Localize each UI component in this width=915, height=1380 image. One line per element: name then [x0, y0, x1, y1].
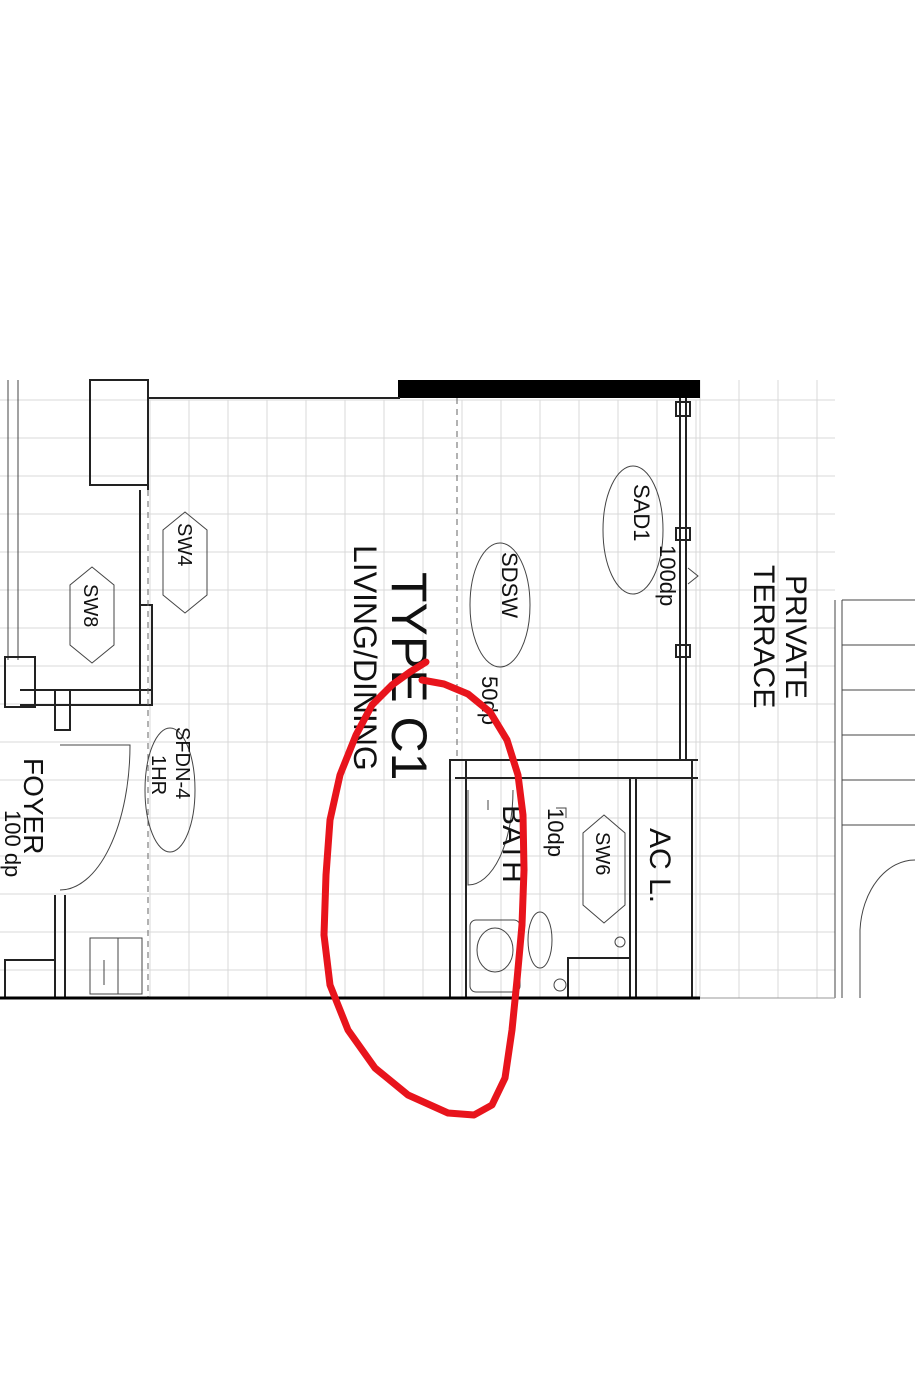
ac-label: AC L. — [643, 828, 676, 903]
tag-sad1: SAD1 — [629, 484, 654, 541]
tag-sfdn-line2: 1HR — [147, 755, 169, 795]
note-100dp: 100dp — [655, 545, 680, 606]
tag-sw6: SW6 — [591, 832, 613, 875]
tag-sw4-outline — [162, 511, 208, 614]
tag-sdsw: SDSW — [497, 552, 522, 618]
tag-sad1-outline — [602, 465, 664, 595]
labels: TYPE C1 LIVING/DINING FOYER 100 dp BATH … — [0, 484, 812, 903]
walls — [0, 379, 915, 1000]
note-10dp: 10dp — [543, 808, 568, 857]
tag-sfdn-line1: SFDN-4 — [171, 727, 193, 799]
tag-sw4: SW4 — [173, 523, 195, 566]
tag-sfdn-outline — [144, 727, 196, 853]
tag-sw8: SW8 — [79, 584, 101, 627]
annotation-tags — [69, 465, 664, 924]
tag-sw8-outline — [69, 566, 115, 664]
tile-grid — [0, 380, 835, 998]
terrace-label-line2: TERRACE — [747, 565, 780, 708]
tag-sdsw-outline — [469, 542, 531, 668]
terrace-label-line1: PRIVATE — [779, 575, 812, 699]
external-wall-solid — [398, 380, 700, 398]
foyer-note: 100 dp — [0, 810, 25, 877]
living-dining-label: LIVING/DINING — [347, 545, 383, 771]
red-markup-circle — [320, 658, 528, 1119]
foyer-label: FOYER — [18, 758, 49, 854]
tag-sw6-outline — [582, 814, 626, 924]
